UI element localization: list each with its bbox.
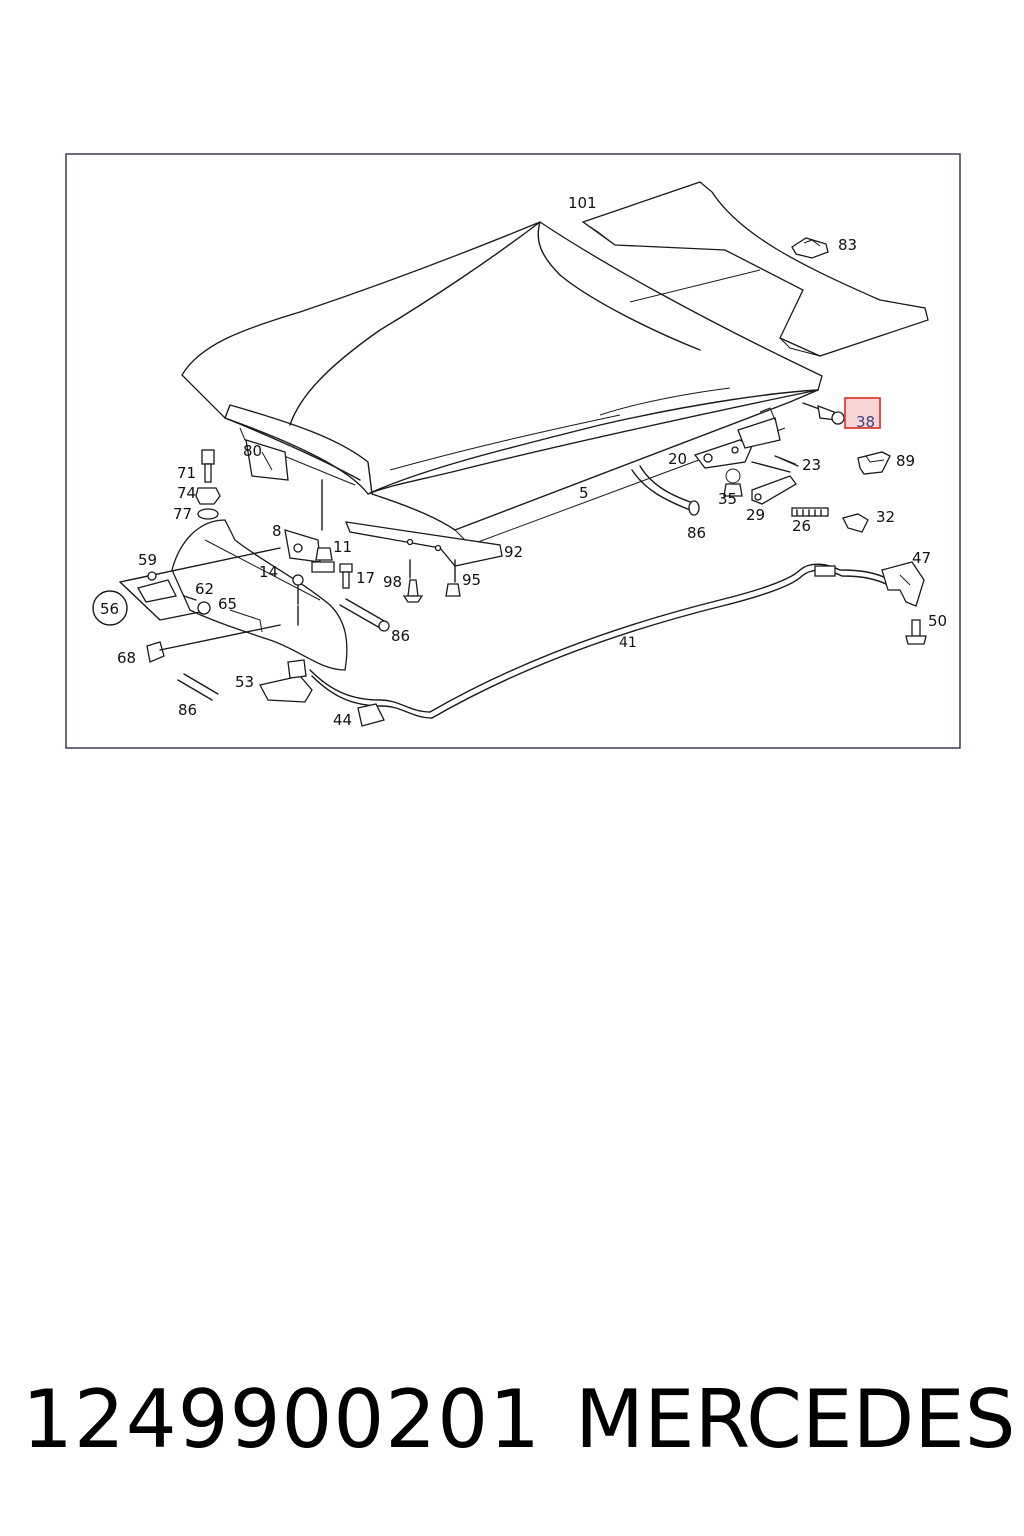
callout-68: 68: [117, 649, 136, 667]
footer: 1249900201 MERCEDES: [0, 1370, 1024, 1470]
callout-71: 71: [177, 464, 196, 482]
insulation-mat: [581, 181, 929, 357]
hood-panel: [181, 221, 823, 546]
callout-74: 74: [177, 484, 196, 502]
callout-86-middle: 86: [391, 627, 410, 645]
callout-92: 92: [504, 543, 523, 561]
hood-exploded-view: 101 83 38 89 20 23 35 29 26 32 86 5 80 7…: [65, 153, 961, 749]
callout-29: 29: [746, 506, 765, 524]
callout-95: 95: [462, 571, 481, 589]
callout-17: 17: [356, 569, 375, 587]
callout-11: 11: [333, 538, 352, 556]
part-89: [857, 451, 891, 475]
callout-32: 32: [876, 508, 895, 526]
callout-86-lower: 86: [178, 701, 197, 719]
callout-47: 47: [912, 549, 931, 567]
callout-98: 98: [383, 573, 402, 591]
release-cable: [309, 561, 927, 719]
callout-77: 77: [173, 505, 192, 523]
part-number: 1249900201: [22, 1373, 541, 1466]
callout-35: 35: [718, 490, 737, 508]
callout-38: 38: [856, 413, 875, 431]
callout-53: 53: [235, 673, 254, 691]
callout-62: 62: [195, 580, 214, 598]
callout-8: 8: [272, 522, 282, 540]
callout-labels: 101 83 38 89 20 23 35 29 26 32 86 5 80 7…: [100, 194, 947, 729]
highlight-box-38: [844, 397, 881, 429]
callout-14: 14: [259, 563, 278, 581]
clip-83: [791, 237, 829, 259]
hinge-assembly: [693, 407, 869, 533]
brand-name: MERCEDES: [575, 1373, 1016, 1466]
callout-86-upper: 86: [687, 524, 706, 542]
callout-83: 83: [838, 236, 857, 254]
callout-5: 5: [579, 484, 589, 502]
callout-circle-56: [92, 590, 128, 626]
callout-65: 65: [218, 595, 237, 613]
callout-20: 20: [668, 450, 687, 468]
callout-44: 44: [333, 711, 352, 729]
parts-diagram: 101 83 38 89 20 23 35 29 26 32 86 5 80 7…: [0, 0, 1024, 760]
lock-carrier: [119, 439, 503, 727]
fasteners: [147, 449, 796, 626]
seal-strips: [177, 465, 700, 701]
callout-23: 23: [802, 456, 821, 474]
callout-56: 56: [100, 600, 119, 618]
callout-41: 41: [619, 635, 637, 651]
callout-59: 59: [138, 551, 157, 569]
bolt-38: [802, 402, 845, 425]
callout-50: 50: [928, 612, 947, 630]
callout-80: 80: [243, 442, 262, 460]
callout-101: 101: [568, 194, 597, 212]
callout-89: 89: [896, 452, 915, 470]
callout-26: 26: [792, 517, 811, 535]
